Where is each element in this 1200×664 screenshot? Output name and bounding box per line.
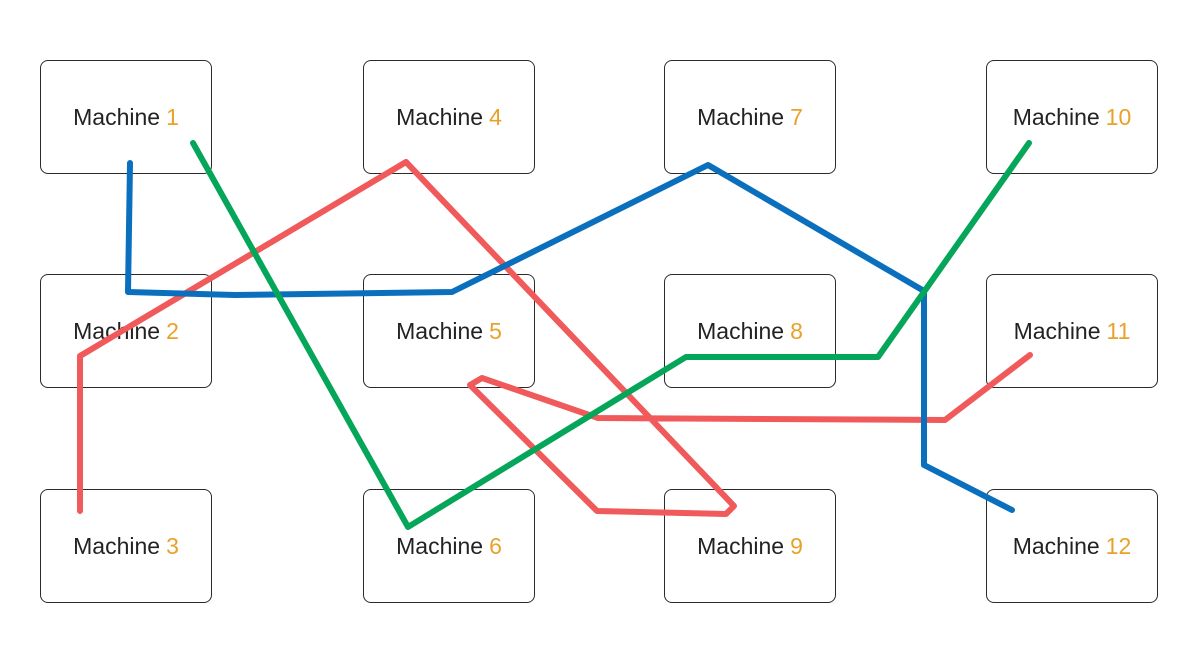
machine-label: Machine xyxy=(697,532,785,559)
green-route-path xyxy=(190,140,1032,530)
machine-label: Machine xyxy=(697,317,785,344)
machine-2-box[interactable]: Machine 2 xyxy=(40,274,212,388)
machine-label: Machine xyxy=(697,103,785,130)
machine-label: Machine xyxy=(396,317,484,344)
machine-number: 12 xyxy=(1105,532,1132,559)
machine-1-box[interactable]: Machine 1 xyxy=(40,60,212,174)
machine-number: 2 xyxy=(166,317,179,344)
machine-label: Machine xyxy=(396,103,484,130)
machine-number: 11 xyxy=(1106,317,1131,344)
machine-5-box[interactable]: Machine 5 xyxy=(363,274,535,388)
machine-10-box[interactable]: Machine 10 xyxy=(986,60,1158,174)
machine-label: Machine xyxy=(73,532,161,559)
machine-number: 9 xyxy=(790,532,803,559)
machine-number: 8 xyxy=(790,317,803,344)
machine-number: 6 xyxy=(489,532,502,559)
machine-11-box[interactable]: Machine 11 xyxy=(986,274,1158,388)
machine-number: 1 xyxy=(166,103,179,130)
machine-label: Machine xyxy=(1013,317,1101,344)
machine-8-box[interactable]: Machine 8 xyxy=(664,274,836,388)
machine-number: 5 xyxy=(489,317,502,344)
machine-label: Machine xyxy=(73,317,161,344)
blue-route-path xyxy=(125,160,1015,513)
red-route-path xyxy=(77,159,1033,517)
machine-9-box[interactable]: Machine 9 xyxy=(664,489,836,603)
machine-number: 10 xyxy=(1105,103,1132,130)
machine-label: Machine xyxy=(1012,103,1100,130)
machine-4-box[interactable]: Machine 4 xyxy=(363,60,535,174)
machine-7-box[interactable]: Machine 7 xyxy=(664,60,836,174)
machine-number: 3 xyxy=(166,532,179,559)
machine-label: Machine xyxy=(1012,532,1100,559)
machine-label: Machine xyxy=(396,532,484,559)
machine-6-box[interactable]: Machine 6 xyxy=(363,489,535,603)
machine-label: Machine xyxy=(73,103,161,130)
machine-3-box[interactable]: Machine 3 xyxy=(40,489,212,603)
machine-number: 7 xyxy=(790,103,803,130)
machine-12-box[interactable]: Machine 12 xyxy=(986,489,1158,603)
machine-number: 4 xyxy=(489,103,502,130)
